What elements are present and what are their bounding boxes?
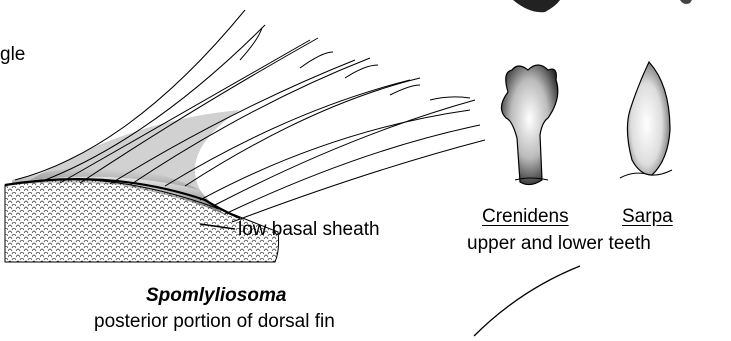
corner-tooth-fragment — [680, 0, 692, 4]
fin-genus-label: Spomlyliosoma — [146, 285, 286, 307]
basal-sheath-label: low basal sheath — [238, 219, 380, 241]
upper-tooth-fragment — [513, 0, 560, 12]
crenidens-tooth — [501, 65, 557, 185]
teeth-caption: upper and lower teeth — [467, 233, 651, 255]
sarpa-tooth — [620, 62, 672, 178]
curve-line — [474, 266, 580, 336]
partial-label: gle — [0, 44, 25, 66]
crenidens-label: Crenidens — [482, 206, 569, 228]
sarpa-label: Sarpa — [622, 206, 673, 228]
fin-caption: posterior portion of dorsal fin — [94, 311, 335, 333]
